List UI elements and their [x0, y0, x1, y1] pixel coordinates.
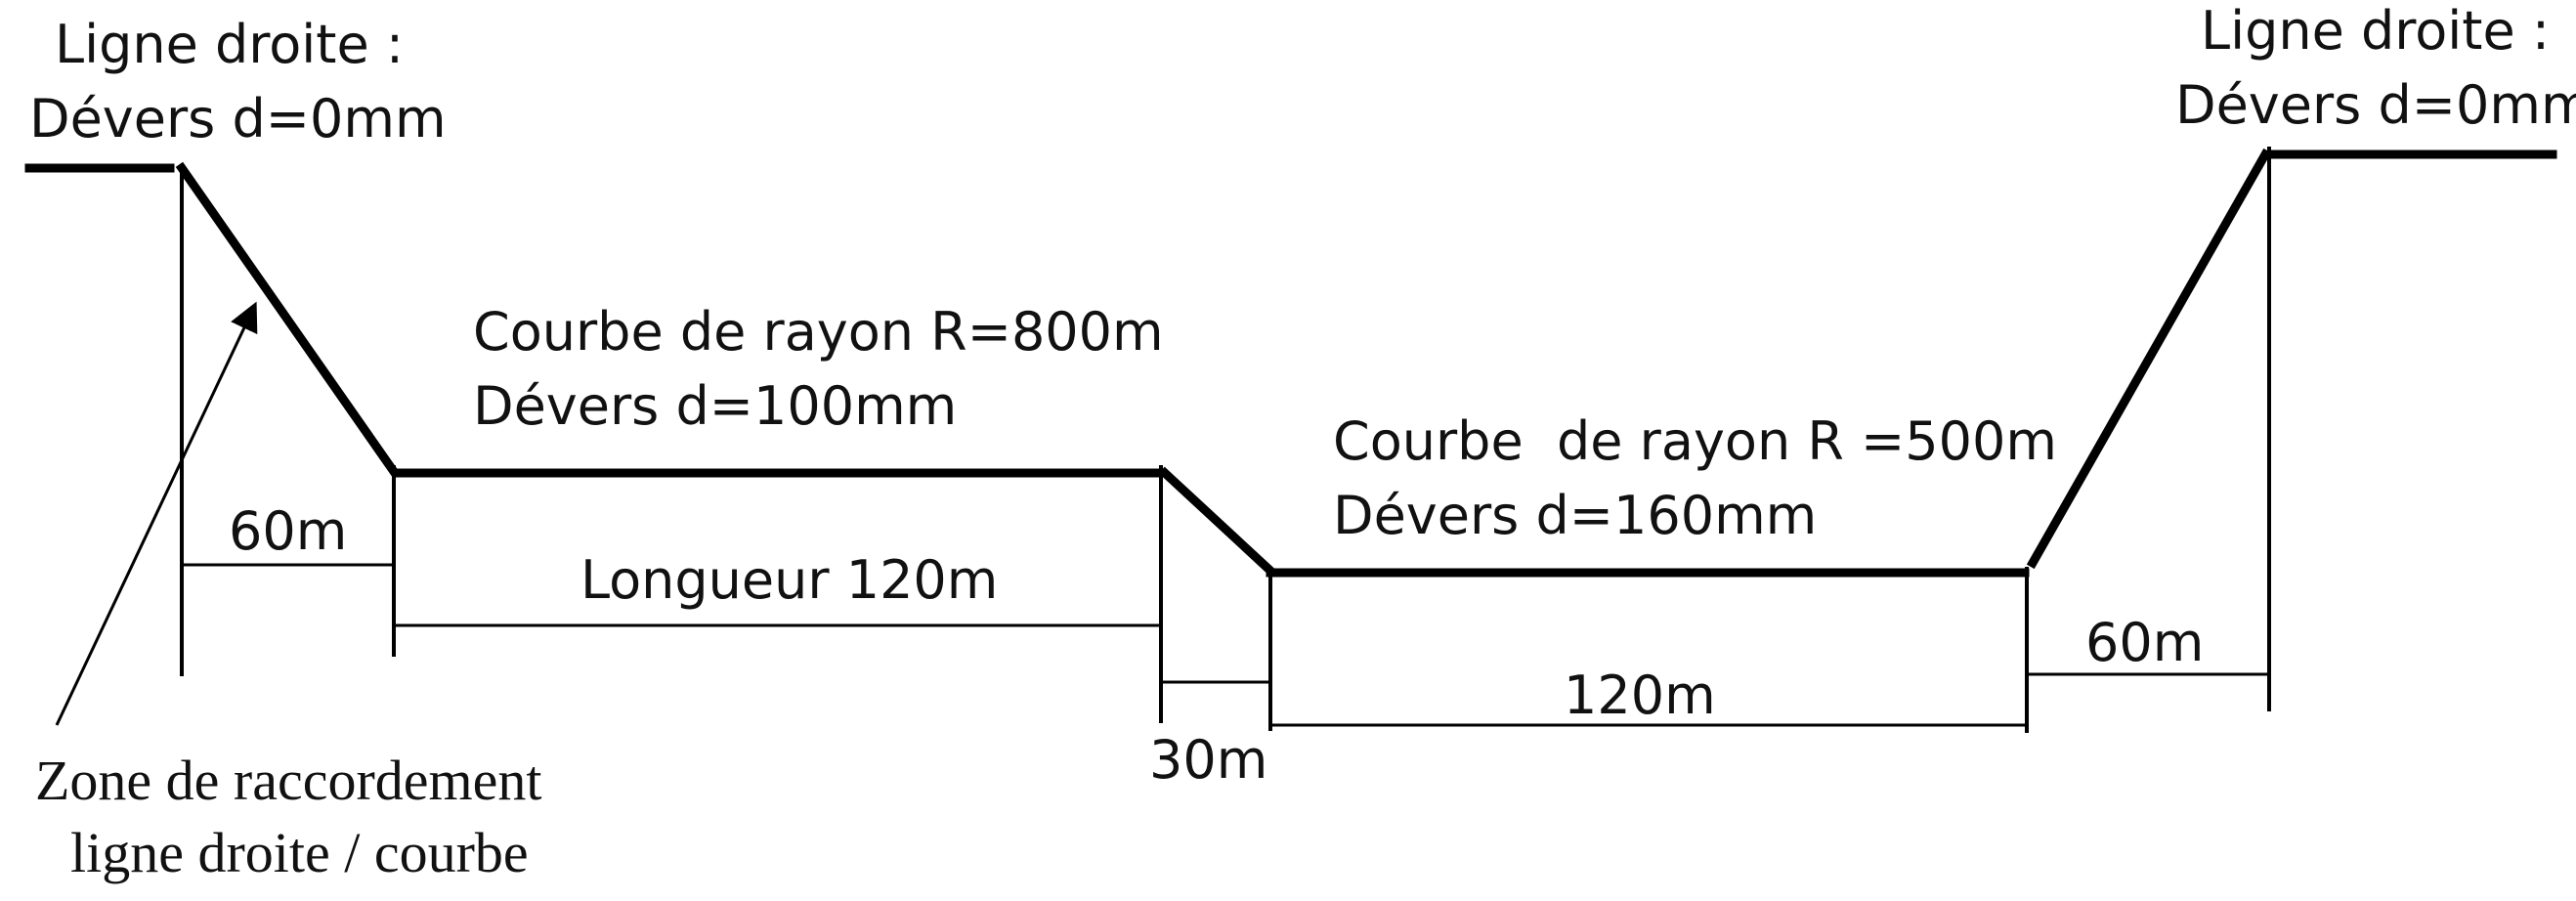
zone-label-line1: Zone de raccordement [35, 749, 542, 812]
curve1-cant-label: Dévers d=100mm [473, 375, 957, 437]
left-transition-ramp [175, 161, 402, 480]
right-line-title: Ligne droite : [2201, 0, 2550, 62]
left-line-title: Ligne droite : [55, 14, 404, 75]
dimension-lines [182, 563, 2269, 727]
right-transition-ramp [2026, 148, 2272, 570]
cant-profile [24, 148, 2557, 578]
dim-curve1-length-label: Longueur 120m [580, 549, 998, 611]
curve1-radius-label: Courbe de rayon R=800m [473, 301, 1164, 363]
dim-curve2-length-label: 120m [1564, 665, 1716, 726]
dim-middle-transition-label: 30m [1149, 729, 1267, 791]
zone-label-line2: ligne droite / courbe [70, 821, 529, 884]
curve2-cant-label: Dévers d=160mm [1333, 485, 1817, 546]
curve2-radius-label: Courbe de rayon R =500m [1333, 410, 2057, 472]
dim-right-transition-label: 60m [2085, 612, 2204, 673]
zone-callout-arrow [55, 301, 258, 726]
middle-transition-ramp [1158, 466, 1277, 578]
labels: Ligne droite : Dévers d=0mm Ligne droite… [29, 0, 2576, 884]
left-line-cant: Dévers d=0mm [29, 88, 447, 150]
dim-left-transition-label: 60m [229, 500, 347, 562]
right-line-cant: Dévers d=0mm [2175, 74, 2576, 136]
vertical-ticks [180, 147, 2271, 733]
